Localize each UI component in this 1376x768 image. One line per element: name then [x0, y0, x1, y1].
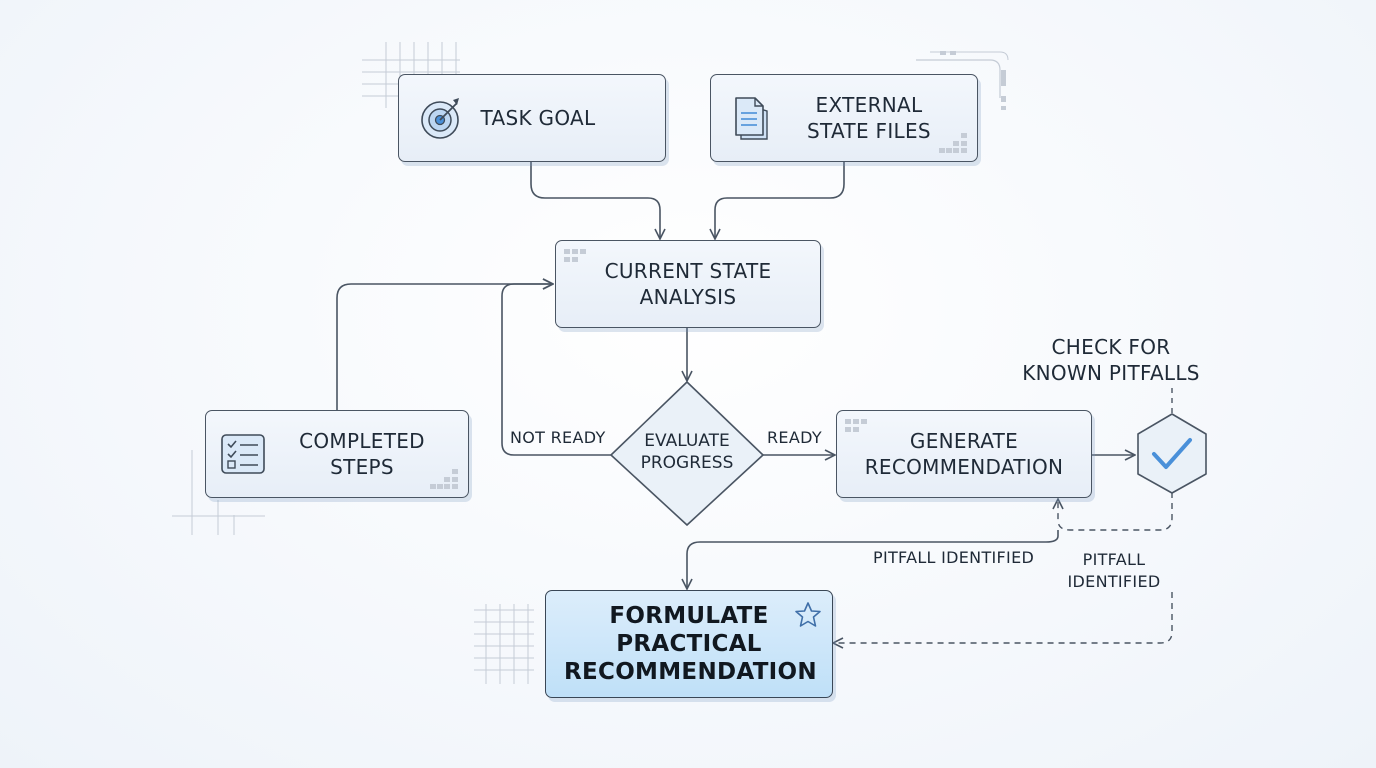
edge-not-ready-loop — [501, 284, 612, 456]
edge-pitfall-to-formulate-dashed — [834, 592, 1173, 643]
decorative-corner-top-right — [916, 51, 1009, 110]
external-state-files-label: EXTERNAL STATE FILES — [807, 93, 931, 143]
corner-dots-decoration — [430, 469, 458, 489]
formulate-recommendation-label: FORMULATE PRACTICAL RECOMMENDATION — [564, 603, 817, 685]
current-state-analysis-node[interactable]: CURRENT STATE ANALYSIS — [555, 240, 821, 328]
edge-task-goal-to-current-state — [530, 162, 660, 238]
edge-label-ready: READY — [767, 428, 822, 447]
generate-recommendation-label: GENERATE RECOMMENDATION — [864, 429, 1064, 479]
external-state-files-node[interactable]: EXTERNAL STATE FILES — [710, 74, 978, 162]
evaluate-progress-label: EVALUATE PROGRESS — [640, 431, 734, 473]
current-state-analysis-label: CURRENT STATE ANALYSIS — [604, 259, 772, 309]
decorative-grid-formulate — [474, 604, 534, 684]
check-pitfalls-label: CHECK FOR KNOWN PITFALLS — [1022, 335, 1200, 385]
completed-steps-node[interactable]: COMPLETED STEPS — [205, 410, 469, 498]
task-goal-node[interactable]: TASK GOAL — [398, 74, 666, 162]
checklist-icon — [221, 434, 265, 474]
document-icon — [735, 97, 768, 140]
edge-completed-steps-to-current-state — [336, 284, 552, 410]
generate-recommendation-node[interactable]: GENERATE RECOMMENDATION — [836, 410, 1092, 498]
formulate-recommendation-node[interactable]: FORMULATE PRACTICAL RECOMMENDATION — [545, 590, 833, 698]
evaluate-progress-diamond — [610, 381, 764, 526]
target-icon — [421, 98, 459, 139]
edge-label-pitfall-identified-1: PITFALL IDENTIFIED — [873, 548, 1035, 567]
task-goal-label: TASK GOAL — [480, 106, 596, 130]
edge-external-state-to-current-state — [715, 162, 845, 238]
star-icon — [795, 602, 821, 627]
edge-label-not-ready: NOT READY — [510, 428, 606, 447]
corner-dots-decoration — [939, 133, 967, 153]
completed-steps-label: COMPLETED STEPS — [299, 429, 425, 479]
decorative-grid-bottom-left — [172, 450, 265, 535]
corner-dots-decoration — [564, 249, 586, 262]
edge-pitfall-to-generate-dashed — [1058, 492, 1173, 531]
check-hexagon-icon — [1137, 413, 1207, 494]
corner-dots-decoration — [845, 419, 867, 432]
edge-generate-to-formulate — [687, 530, 1059, 588]
edge-label-pitfall-identified-2: PITFALL IDENTIFIED — [1067, 550, 1161, 591]
